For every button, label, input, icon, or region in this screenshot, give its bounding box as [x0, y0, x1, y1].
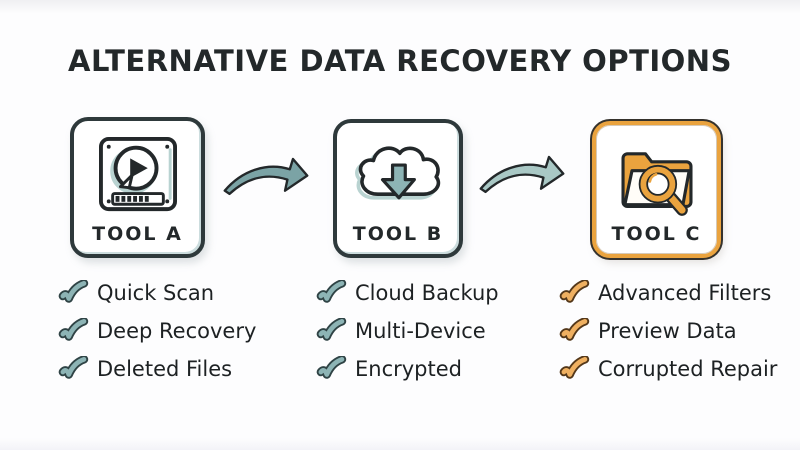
- feature-label: Preview Data: [598, 319, 737, 343]
- feature-label: Deep Recovery: [97, 319, 257, 343]
- checkmark-icon: [316, 355, 347, 379]
- feature-item: Advanced Filters: [558, 274, 777, 312]
- feature-item: Quick Scan: [57, 274, 256, 312]
- feature-label: Encrypted: [355, 357, 462, 381]
- arrow-b-to-c-icon: [479, 155, 565, 194]
- tool-a-card: TOOL A: [70, 117, 205, 258]
- tool-b-card: TOOL B: [333, 119, 463, 258]
- checkmark-icon: [58, 279, 89, 303]
- feature-item: Encrypted: [315, 350, 499, 388]
- feature-item: Multi-Device: [315, 312, 499, 350]
- feature-label: Multi-Device: [355, 319, 486, 343]
- feature-item: Preview Data: [558, 312, 777, 350]
- checkmark-icon: [316, 317, 347, 341]
- checkmark-icon: [559, 317, 590, 341]
- feature-item: Deep Recovery: [57, 312, 256, 350]
- tool-b-label: TOOL B: [352, 223, 444, 245]
- feature-label: Cloud Backup: [355, 281, 499, 305]
- feature-item: Deleted Files: [57, 350, 256, 388]
- arrow-a-to-b-icon: [223, 157, 309, 196]
- tool-c-card: TOOL C: [592, 121, 721, 258]
- feature-label: Corrupted Repair: [598, 357, 778, 381]
- feature-item: Corrupted Repair: [558, 350, 777, 388]
- feature-item: Cloud Backup: [315, 274, 499, 312]
- feature-label: Deleted Files: [97, 357, 233, 381]
- tool-c-features: Advanced Filters Preview Data Corrupted …: [558, 274, 777, 388]
- checkmark-icon: [58, 355, 89, 379]
- bottom-edge-band: [0, 438, 800, 450]
- top-edge-band: [0, 0, 800, 14]
- feature-label: Quick Scan: [97, 281, 215, 305]
- cloud-download-icon: [352, 123, 444, 223]
- feature-label: Advanced Filters: [598, 281, 772, 305]
- tool-a-label: TOOL A: [92, 223, 183, 245]
- checkmark-icon: [559, 355, 590, 379]
- checkmark-icon: [559, 279, 590, 303]
- page-title: ALTERNATIVE DATA RECOVERY OPTIONS: [68, 44, 732, 78]
- folder-search-icon: [610, 125, 704, 223]
- tool-c-label: TOOL C: [611, 223, 702, 245]
- tool-b-features: Cloud Backup Multi-Device Encrypted: [315, 274, 499, 388]
- tool-a-features: Quick Scan Deep Recovery Deleted Files: [57, 274, 256, 388]
- checkmark-icon: [58, 317, 89, 341]
- hard-drive-scan-icon: [97, 121, 179, 223]
- checkmark-icon: [316, 279, 347, 303]
